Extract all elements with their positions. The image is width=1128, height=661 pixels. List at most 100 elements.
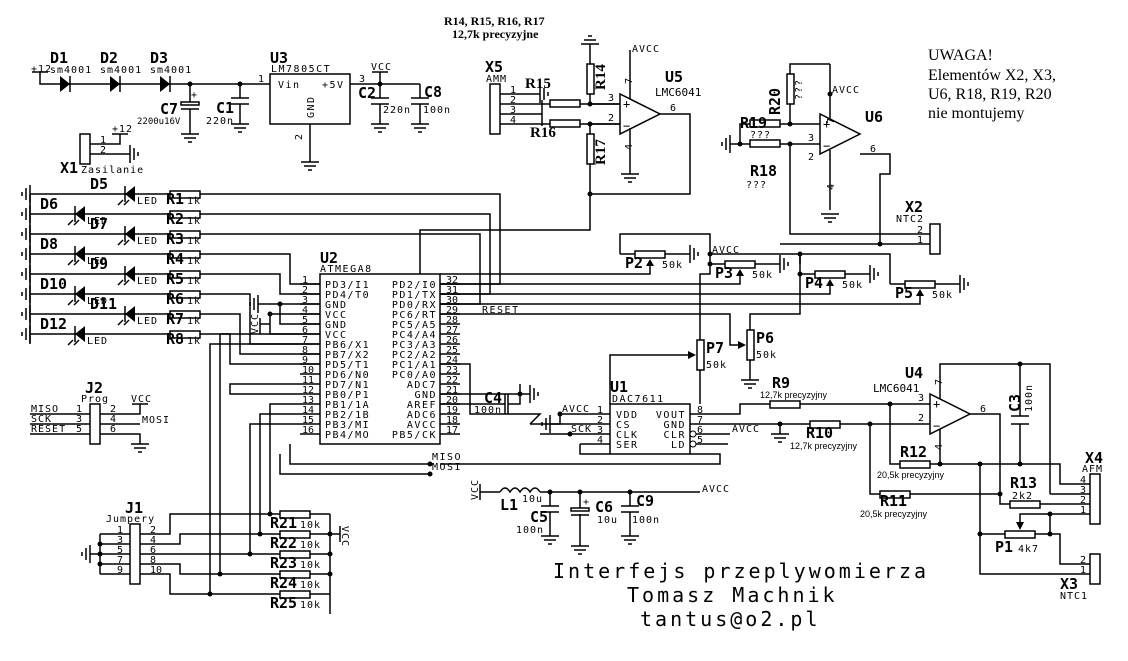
svg-text:100n: 100n [632, 515, 660, 526]
svg-text:X1: X1 [60, 159, 78, 177]
svg-text:AVCC: AVCC [702, 484, 730, 495]
svg-text:Prog: Prog [81, 394, 109, 405]
svg-text:3: 3 [359, 74, 365, 85]
svg-text:D11: D11 [90, 295, 117, 313]
svg-text:R22: R22 [270, 534, 297, 552]
led-icon [125, 186, 135, 202]
pin-number: 13 [302, 395, 314, 406]
svg-text:10k: 10k [300, 520, 321, 531]
pin-name: GND [325, 300, 348, 311]
title-author: Tomasz Machnik [627, 583, 838, 607]
pin-name: ADC6 [407, 410, 437, 421]
svg-text:VCC: VCC [131, 394, 152, 405]
svg-text:Vin: Vin [278, 80, 301, 91]
svg-text:1: 1 [917, 235, 923, 246]
svg-text:nie montujemy: nie montujemy [928, 105, 1024, 122]
pin-number: 6 [302, 325, 308, 336]
svg-text:D7: D7 [90, 215, 108, 233]
svg-text:R14: R14 [593, 64, 609, 90]
pot-p6: P6 50k [440, 294, 801, 389]
svg-text:12,7k precyzyjny: 12,7k precyzyjny [790, 441, 858, 451]
led-icon [125, 306, 135, 322]
pin-number: 1 [302, 275, 308, 286]
pin-name: PC4/A4 [392, 330, 437, 341]
amplifier-u4: R9 12,7k precyzyjny R10 12,7k precyzyjny… [760, 361, 1103, 602]
pin-number: 3 [302, 295, 308, 306]
svg-text:100n: 100n [474, 405, 502, 416]
pin-number: 26 [446, 335, 458, 346]
svg-text:50k: 50k [662, 260, 683, 271]
svg-text:LED: LED [87, 256, 108, 267]
svg-text:1k: 1k [187, 256, 201, 267]
svg-text:sm4001: sm4001 [100, 65, 142, 76]
svg-text:SCK: SCK [31, 414, 52, 425]
svg-text:???: ??? [750, 130, 771, 141]
pin-number: 12 [302, 385, 314, 396]
led-icon [125, 266, 135, 282]
svg-text:R5: R5 [166, 270, 184, 288]
svg-text:R18: R18 [750, 162, 777, 180]
svg-text:10k: 10k [300, 560, 321, 571]
svg-text:R23: R23 [270, 554, 297, 572]
pin-name: VCC [325, 310, 348, 321]
svg-text:sm4001: sm4001 [150, 65, 192, 76]
pin-name: GND [325, 320, 348, 331]
svg-text:R4: R4 [166, 250, 184, 268]
svg-text:2: 2 [1080, 555, 1086, 566]
svg-text:P4: P4 [805, 274, 823, 292]
svg-text:1k: 1k [187, 276, 201, 287]
svg-text:20,5k precyzyjny: 20,5k precyzyjny [877, 470, 945, 480]
svg-text:R21: R21 [270, 514, 297, 532]
svg-text:C1: C1 [216, 99, 234, 117]
svg-text:50k: 50k [752, 270, 773, 281]
pin-number: 4 [302, 305, 308, 316]
svg-text:MISO: MISO [31, 404, 59, 415]
svg-text:U1: U1 [610, 378, 628, 396]
pin-name: PB4/MO [325, 430, 370, 441]
svg-text:P5: P5 [895, 284, 913, 302]
svg-text:AVCC: AVCC [712, 245, 740, 256]
pin-number: 15 [302, 415, 314, 426]
title-block: Interfejs przeplywomierza Tomasz Machnik… [553, 559, 926, 631]
svg-text:C6: C6 [595, 498, 613, 516]
avcc-filter: VCC L1 10u AVCC C5 100n + C6 10u [470, 479, 730, 555]
pin-name: PD4/T0 [325, 290, 370, 301]
svg-text:2: 2 [918, 413, 924, 424]
pin-name: CLK [616, 430, 639, 441]
svg-text:2: 2 [917, 225, 923, 236]
svg-text:J2: J2 [85, 379, 103, 397]
svg-text:1k: 1k [187, 316, 201, 327]
svg-text:X3: X3 [1060, 575, 1078, 593]
pin-number: 27 [446, 325, 458, 336]
pin-name: PB7/X2 [325, 350, 370, 361]
svg-text:100n: 100n [516, 525, 544, 536]
svg-text:RESET: RESET [482, 305, 520, 316]
svg-text:U4: U4 [905, 364, 923, 382]
diode-d1: D1 sm4001 [50, 49, 92, 92]
svg-text:C9: C9 [636, 492, 654, 510]
svg-text:+: + [823, 117, 830, 131]
svg-text:2: 2 [608, 113, 614, 124]
svg-text:LED: LED [137, 236, 158, 247]
pin-number: 7 [117, 555, 123, 566]
svg-text:Jumpery: Jumpery [106, 514, 155, 525]
svg-text:SCK: SCK [571, 424, 592, 435]
svg-text:3: 3 [918, 393, 924, 404]
capacitor-c2: C2 220n [358, 84, 410, 133]
svg-text:50k: 50k [756, 350, 777, 361]
svg-text:3: 3 [510, 105, 516, 116]
ground-icon [21, 284, 31, 304]
svg-text:LED: LED [137, 316, 158, 327]
svg-text:P1: P1 [995, 538, 1013, 556]
pin-name: PB0/P1 [325, 390, 370, 401]
svg-text:50k: 50k [842, 280, 863, 291]
resistor-note: R14, R15, R16, R17 12,7k precyzyjne [444, 14, 545, 41]
pin-name: PD7/N1 [325, 380, 370, 391]
svg-text:R24: R24 [270, 574, 297, 592]
svg-text:3: 3 [808, 133, 814, 144]
ground-icon [21, 264, 31, 284]
svg-text:sm4001: sm4001 [50, 65, 92, 76]
pin-name: ADC7 [407, 380, 437, 391]
